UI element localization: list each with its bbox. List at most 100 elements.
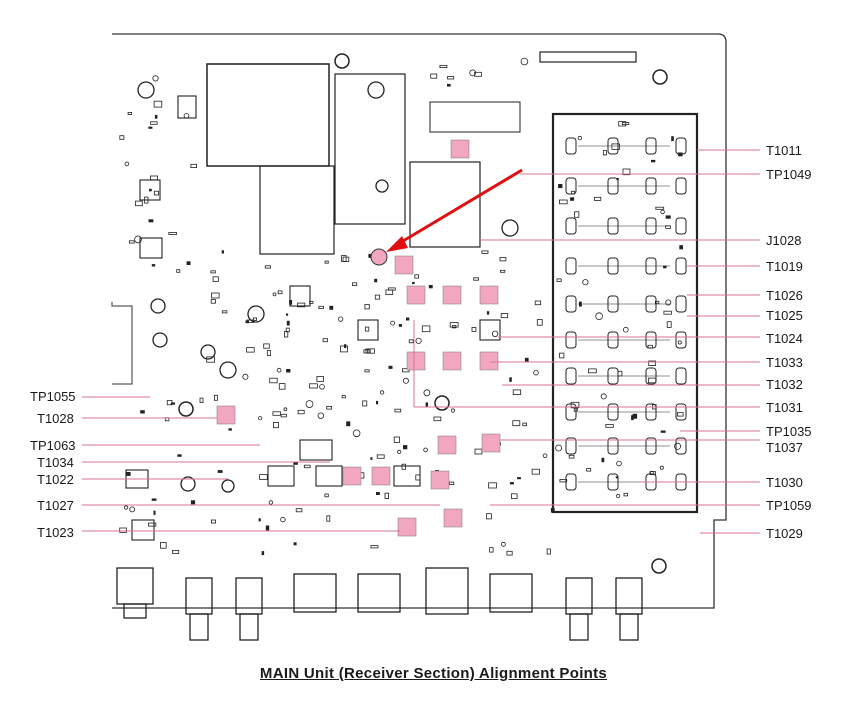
via: [577, 135, 582, 141]
coil: [565, 437, 577, 455]
smd-pad: [615, 476, 618, 479]
via: [533, 370, 539, 376]
smd-component: [402, 368, 410, 373]
smd-pad: [286, 369, 291, 373]
smd-pad: [374, 278, 378, 283]
smd-component: [617, 370, 623, 377]
smd-pad: [486, 311, 490, 315]
smd-component: [393, 436, 400, 443]
coil: [675, 295, 687, 313]
via: [124, 161, 130, 167]
smd-pad: [412, 281, 415, 285]
smd-component: [259, 474, 268, 480]
components-layer: [119, 57, 687, 556]
coil: [565, 177, 577, 195]
smd-component: [149, 175, 158, 181]
ic-chip: [357, 319, 379, 341]
via: [402, 377, 409, 384]
capacitor: [180, 476, 196, 492]
board-left-edge: [111, 302, 133, 385]
label-t1029: T1029: [766, 526, 803, 541]
smd-pad: [154, 115, 158, 119]
smd-component: [153, 190, 159, 196]
coil: [675, 403, 687, 421]
smd-component: [367, 348, 375, 354]
smd-component: [119, 135, 125, 140]
top-connector: [539, 51, 637, 63]
smd-component: [318, 305, 324, 309]
coil: [675, 367, 687, 385]
via: [649, 470, 655, 476]
smd-component: [648, 360, 657, 366]
smd-pad: [550, 507, 555, 513]
smd-component: [622, 168, 631, 176]
label-tp1049: TP1049: [766, 167, 812, 182]
smd-component: [280, 413, 287, 418]
smd-component: [370, 545, 379, 549]
leader-lines: [82, 149, 760, 534]
via: [338, 316, 344, 322]
smd-component: [471, 326, 477, 332]
smd-component: [264, 265, 272, 269]
smd-component: [512, 389, 522, 395]
smd-component: [266, 350, 271, 356]
smd-component: [414, 274, 419, 279]
smd-component: [474, 448, 483, 455]
label-t1030: T1030: [766, 475, 803, 490]
mount-hole: [434, 395, 450, 411]
smd-component: [439, 65, 448, 68]
via: [319, 383, 325, 390]
smd-component: [449, 322, 459, 328]
coil: [675, 137, 687, 155]
coil: [565, 137, 577, 155]
smd-component: [246, 347, 255, 353]
smd-component: [486, 513, 492, 520]
smd-pad: [151, 264, 156, 267]
via: [500, 541, 506, 547]
highlight-square: [406, 285, 426, 305]
via: [397, 449, 402, 454]
smd-component: [212, 276, 219, 282]
smd-pad: [509, 482, 514, 485]
smd-pad: [398, 324, 402, 327]
smd-component: [408, 339, 414, 344]
smd-component: [559, 479, 568, 483]
coil: [675, 177, 687, 195]
smd-component: [384, 492, 389, 500]
smd-component: [655, 206, 665, 210]
alignment-highlights: [216, 139, 501, 537]
smd-component: [263, 343, 270, 349]
smd-component: [168, 232, 178, 235]
via: [305, 400, 314, 409]
smd-component: [666, 321, 672, 328]
smd-component: [269, 377, 278, 384]
ic-chip: [315, 465, 343, 487]
smd-component: [342, 256, 350, 262]
smd-pad: [428, 285, 433, 289]
smd-component: [211, 292, 220, 299]
via: [491, 330, 499, 337]
smd-pad: [148, 126, 153, 129]
via: [600, 393, 607, 400]
smd-pad: [140, 410, 145, 414]
coil: [675, 331, 687, 349]
smd-component: [322, 338, 328, 343]
smd-component: [153, 100, 163, 108]
smd-component: [586, 468, 592, 472]
label-j1028: J1028: [766, 233, 802, 248]
highlight-square: [481, 433, 501, 453]
ic-chip: [289, 285, 311, 307]
arrow: [386, 168, 523, 252]
smd-component: [522, 422, 527, 427]
coil: [565, 331, 577, 349]
via: [423, 447, 428, 453]
smd-component: [213, 394, 218, 401]
smd-component: [172, 550, 180, 554]
smd-pad: [665, 215, 671, 219]
smd-pad: [601, 457, 605, 463]
via: [258, 416, 263, 421]
smd-component: [364, 304, 370, 310]
via: [674, 442, 682, 450]
via: [555, 444, 562, 452]
smd-pad: [151, 498, 157, 501]
